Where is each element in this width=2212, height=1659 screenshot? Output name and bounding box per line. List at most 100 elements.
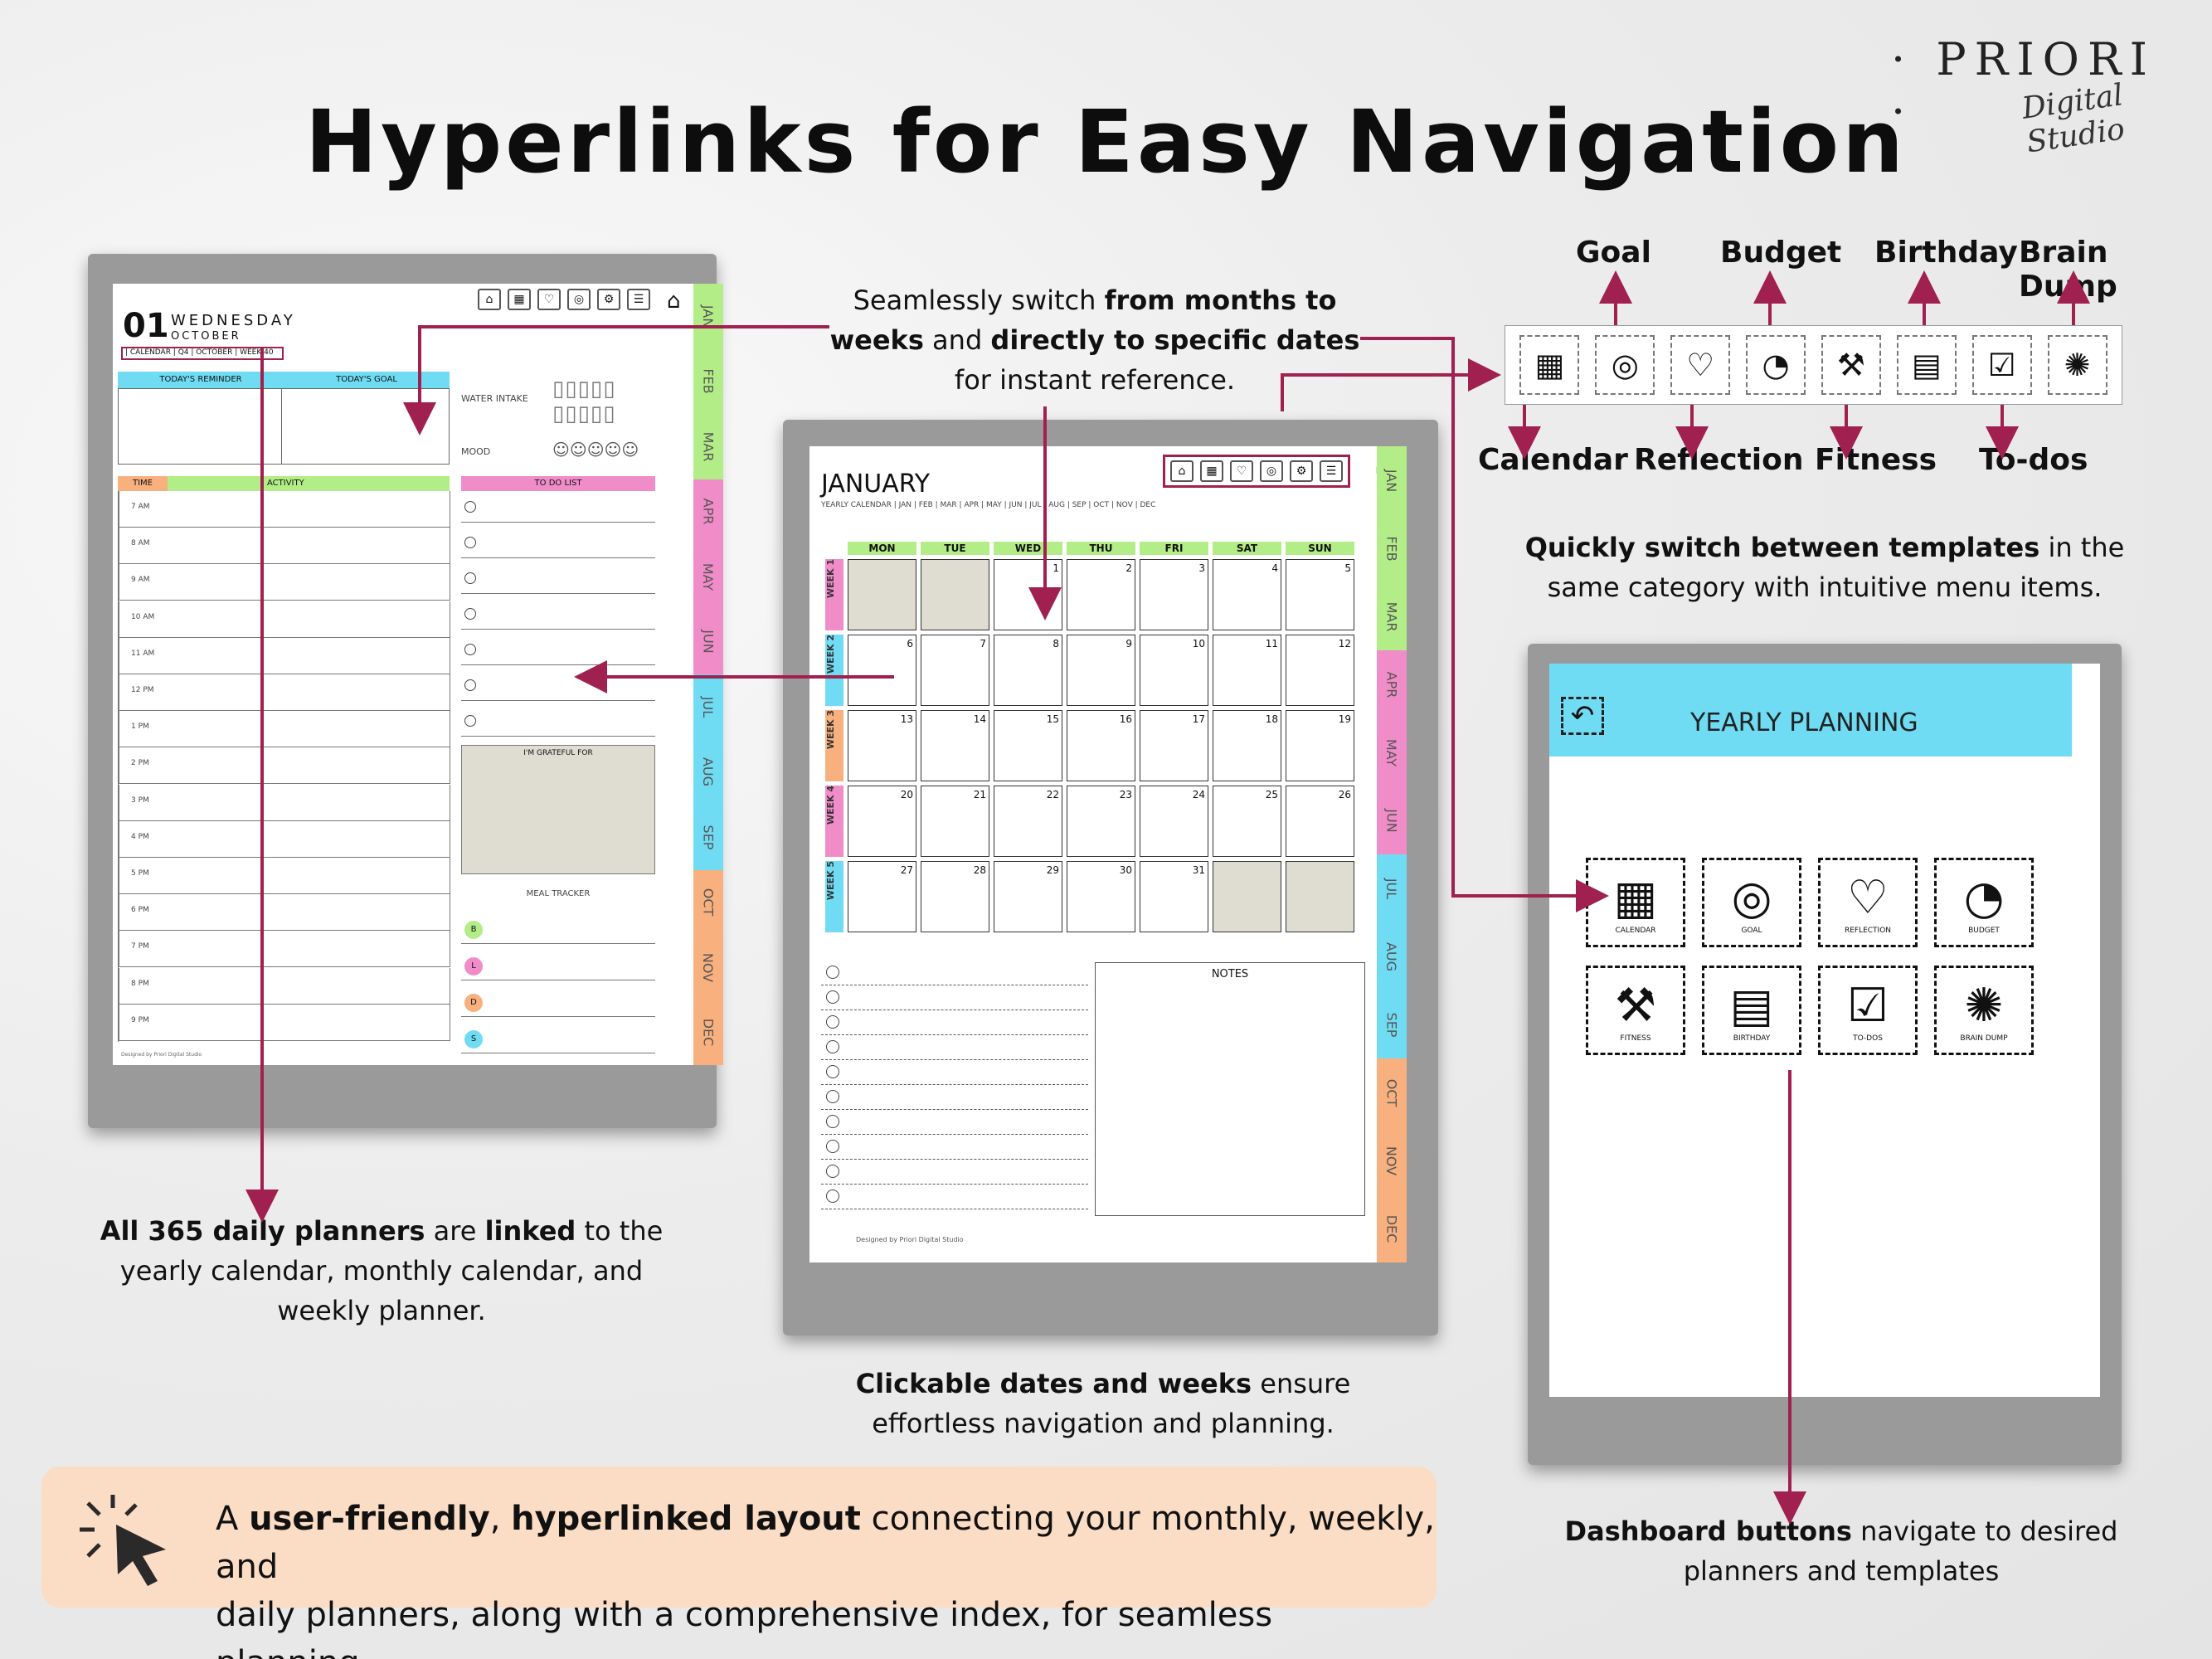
goal-icon[interactable]: ◎	[1260, 460, 1283, 482]
date-cell[interactable]: 6	[848, 635, 916, 706]
month-tab[interactable]: JUN	[1377, 786, 1407, 854]
birthday-icon[interactable]: ▤BIRTHDAY	[1702, 966, 1801, 1055]
week-link[interactable]: WEEK 3	[825, 710, 843, 781]
goal-icon[interactable]: ◎	[567, 289, 591, 310]
month-tab[interactable]: JAN	[693, 284, 723, 349]
goal-icon[interactable]: ◎GOAL	[1702, 858, 1801, 947]
grateful-box[interactable]: I'M GRATEFUL FOR	[461, 745, 655, 874]
checklist-item[interactable]	[821, 985, 1088, 1010]
notes-icon[interactable]: ☰	[627, 289, 650, 310]
checklist-item[interactable]	[821, 1135, 1088, 1160]
checkbox[interactable]	[464, 501, 476, 513]
water-cups-icon[interactable]: ▯▯▯▯▯▯▯▯▯▯	[552, 377, 616, 426]
date-cell[interactable]: 22	[994, 786, 1062, 857]
month-tab[interactable]: AUG	[1377, 922, 1407, 990]
fitness-icon[interactable]: ⚒	[1821, 335, 1881, 395]
date-cell[interactable]: 23	[1067, 786, 1135, 857]
checkbox[interactable]	[826, 1140, 839, 1153]
todo-item[interactable]	[461, 712, 655, 737]
reminder-box[interactable]	[118, 388, 450, 465]
reflection-icon[interactable]: ♡REFLECTION	[1818, 858, 1918, 947]
month-tab[interactable]: NOV	[1377, 1126, 1407, 1194]
date-cell[interactable]: 25	[1213, 786, 1281, 857]
home-icon[interactable]: ⌂	[667, 289, 681, 314]
month-nav[interactable]: YEARLY CALENDAR | JAN | FEB | MAR | APR …	[821, 501, 1156, 509]
checkbox[interactable]	[826, 966, 839, 979]
todos-icon[interactable]: ☑TO-DOS	[1818, 966, 1918, 1055]
month-tab[interactable]: APR	[1377, 650, 1407, 718]
week-link[interactable]: WEEK 2	[825, 635, 843, 706]
date-cell[interactable]: 12	[1286, 635, 1354, 706]
fitness-icon[interactable]: ⚒FITNESS	[1586, 966, 1685, 1055]
mood-faces-icon[interactable]: ☺☺☺☺☺	[552, 440, 639, 460]
date-cell[interactable]: 3	[1140, 559, 1208, 630]
month-tab[interactable]: AUG	[693, 739, 723, 805]
checkbox[interactable]	[826, 1090, 839, 1103]
date-cell[interactable]: 30	[1067, 861, 1135, 932]
date-cell[interactable]: 19	[1286, 710, 1354, 781]
brain-dump-icon[interactable]: ✺	[2047, 335, 2107, 395]
week-link[interactable]: WEEK 4	[825, 786, 843, 857]
month-tab[interactable]: MAY	[1377, 718, 1407, 786]
brain-dump-icon[interactable]: ✺BRAIN DUMP	[1934, 966, 2034, 1055]
calendar-icon[interactable]: ▦	[508, 289, 531, 310]
month-tab[interactable]: JUL	[1377, 854, 1407, 922]
month-tab[interactable]: DEC	[1377, 1194, 1407, 1262]
date-cell[interactable]: 16	[1067, 710, 1135, 781]
budget-icon[interactable]: ◔BUDGET	[1934, 858, 2034, 947]
month-tab[interactable]: MAY	[693, 544, 723, 610]
date-cell[interactable]: 31	[1140, 861, 1208, 932]
todos-icon[interactable]: ☑	[1971, 335, 2032, 395]
reflection-icon[interactable]: ♡	[1670, 335, 1731, 395]
date-cell[interactable]: 21	[921, 786, 989, 857]
todo-item[interactable]	[461, 569, 655, 594]
calendar-icon[interactable]: ▦	[1200, 460, 1223, 482]
notes-box[interactable]: NOTES	[1095, 962, 1365, 1216]
todo-item[interactable]	[461, 498, 655, 523]
checkbox[interactable]	[826, 1040, 839, 1053]
todo-item[interactable]	[461, 640, 655, 665]
week-link[interactable]: WEEK 5	[825, 861, 843, 932]
checkbox[interactable]	[464, 537, 476, 548]
date-cell[interactable]: 17	[1140, 710, 1208, 781]
home-icon[interactable]: ⌂	[478, 289, 501, 310]
home-icon[interactable]: ⌂	[1170, 460, 1194, 482]
checkbox[interactable]	[826, 1115, 839, 1128]
month-tab[interactable]: MAR	[693, 414, 723, 479]
checkbox[interactable]	[464, 608, 476, 620]
month-tab[interactable]: JAN	[1377, 446, 1407, 514]
goal-icon[interactable]: ◎	[1595, 335, 1655, 395]
checkbox[interactable]	[464, 679, 476, 691]
month-tab[interactable]: OCT	[1377, 1058, 1407, 1126]
month-tab[interactable]: NOV	[693, 935, 723, 1000]
date-cell[interactable]: 24	[1140, 786, 1208, 857]
meal-row[interactable]: B	[461, 909, 655, 944]
date-cell[interactable]: 10	[1140, 635, 1208, 706]
settings-icon[interactable]: ⚙	[597, 289, 620, 310]
week-link[interactable]: WEEK 1	[825, 559, 843, 630]
todo-item[interactable]	[461, 676, 655, 701]
date-cell[interactable]: 5	[1286, 559, 1354, 630]
checkbox[interactable]	[826, 990, 839, 1004]
checklist-item[interactable]	[821, 1185, 1088, 1209]
reflection-icon[interactable]: ♡	[1230, 460, 1253, 482]
checkbox[interactable]	[826, 1065, 839, 1078]
todo-item[interactable]	[461, 605, 655, 630]
checkbox[interactable]	[826, 1190, 839, 1203]
date-cell[interactable]: 11	[1213, 635, 1281, 706]
date-cell[interactable]: 9	[1067, 635, 1135, 706]
meal-row[interactable]: L	[461, 946, 655, 980]
checkbox[interactable]	[464, 572, 476, 584]
todo-item[interactable]	[461, 533, 655, 558]
month-tab[interactable]: JUN	[693, 609, 723, 674]
date-cell[interactable]: 13	[848, 710, 916, 781]
month-tab[interactable]: SEP	[693, 805, 723, 870]
checkbox[interactable]	[826, 1165, 839, 1178]
meal-row[interactable]: D	[461, 982, 655, 1017]
calendar-icon[interactable]: ▦	[1519, 335, 1580, 395]
meal-row[interactable]: S	[461, 1019, 655, 1053]
daily-breadcrumb[interactable]: | CALENDAR | Q4 | OCTOBER | WEEK 40	[121, 347, 284, 360]
date-cell[interactable]: 8	[994, 635, 1062, 706]
month-tab[interactable]: MAR	[1377, 582, 1407, 650]
checkbox[interactable]	[464, 644, 476, 655]
